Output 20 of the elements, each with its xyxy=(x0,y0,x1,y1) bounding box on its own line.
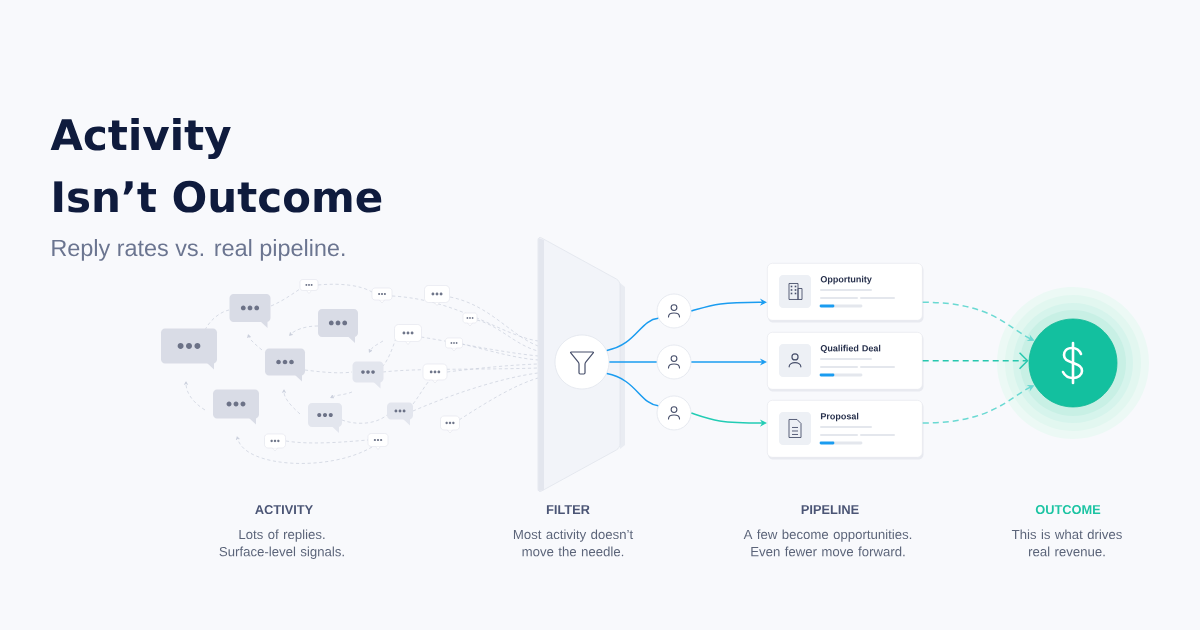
arrow xyxy=(921,352,1029,370)
column-heading: OUTCOME xyxy=(1035,505,1101,515)
arrow xyxy=(690,298,767,312)
filter-circle xyxy=(554,334,610,390)
column-heading: FILTER xyxy=(546,505,590,514)
column-description: A few become opportunities. Even fewer move forward. xyxy=(743,529,912,557)
column-description: Most activity doesn’t move the needle. xyxy=(513,529,634,557)
column-heading: ACTIVITY xyxy=(255,505,313,515)
subtitle: Reply rates vs. real pipeline. xyxy=(52,239,345,261)
avatar-circle xyxy=(656,293,692,329)
avatar-circle xyxy=(656,395,692,431)
column-description: Lots of replies. Surface-level signals. xyxy=(219,529,344,559)
title: Activity Isn’t Outcome xyxy=(50,118,382,213)
connector-line xyxy=(606,317,659,352)
connector-line xyxy=(606,372,659,407)
avatar-circle xyxy=(656,344,692,380)
outcome-circle xyxy=(1028,318,1118,408)
column-heading: PIPELINE xyxy=(801,505,859,514)
column-description: This is what drives real revenue. xyxy=(1011,529,1122,557)
connector-line xyxy=(608,361,658,363)
